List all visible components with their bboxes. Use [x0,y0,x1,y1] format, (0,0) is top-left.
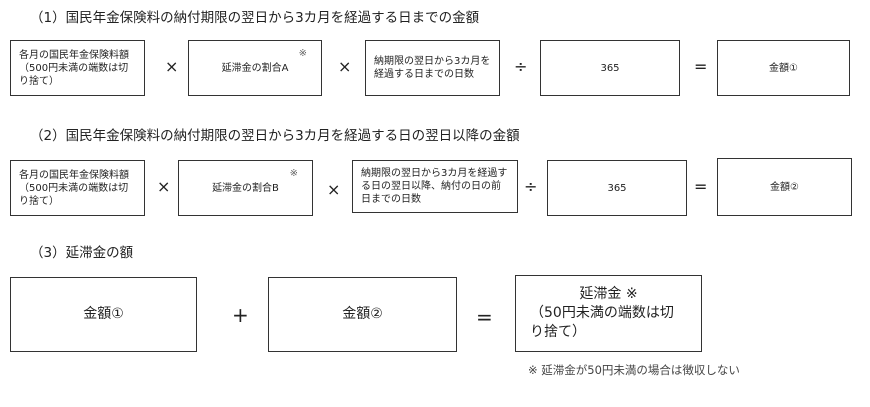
amount2-label: 金額② [342,306,383,323]
rate-a-box: 延滞金の割合A ※ [188,40,322,96]
plus-operator: + [232,303,249,327]
premium-box-2: 各月の国民年金保険料額（500円未満の端数は切り捨て） [10,160,145,216]
days-year-label: 365 [607,182,627,194]
late-fee-title: 延滞金 ※ [579,286,638,303]
days-label: 納期限の翌日から3カ月を経過する日までの日数 [374,56,491,80]
footnote: ※ 延滞金が50円未満の場合は徴収しない [528,363,740,377]
note-mark: ※ [289,168,298,179]
section2-title: （2）国民年金保険料の納付期限の翌日から3カ月を経過する日の翌日以降の金額 [30,128,520,144]
rate-a-label: 延滞金の割合A [221,62,289,74]
divide-operator: ÷ [514,57,528,76]
days-year-box-2: 365 [547,160,687,216]
late-fee-box: 延滞金 ※ （50円未満の端数は切り捨て） [515,275,702,352]
amount1-box: 金額① [717,40,850,96]
amount1-label: 金額① [769,62,798,74]
days-year-box-1: 365 [540,40,680,96]
times-operator: × [327,180,341,199]
times-operator: × [157,177,171,196]
amount2-label: 金額② [770,181,799,193]
days-box-1: 納期限の翌日から3カ月を経過する日までの日数 [365,40,500,96]
note-mark: ※ [298,48,307,59]
amount1-label: 金額① [83,306,124,323]
section3-title: （3）延滞金の額 [30,245,134,261]
equals-operator: = [694,57,708,76]
days-box-2: 納期限の翌日から3カ月を経過する日の翌日以降、納付の日の前日までの日数 [352,160,518,213]
rate-b-box: 延滞金の割合B ※ [178,160,313,216]
days-year-label: 365 [600,62,620,74]
amount2-box: 金額② [717,158,852,216]
premium-box-1: 各月の国民年金保険料額（500円未満の端数は切り捨て） [10,40,145,96]
amount1-sum-box: 金額① [10,277,197,352]
equals-operator: = [476,305,493,329]
premium-label: 各月の国民年金保険料額（500円未満の端数は切り捨て） [19,49,129,87]
equals-operator: = [694,177,708,196]
times-operator: × [338,57,352,76]
days-label: 納期限の翌日から3カ月を経過する日の翌日以降、納付の日の前日までの日数 [361,168,508,205]
amount2-sum-box: 金額② [268,277,457,352]
premium-label: 各月の国民年金保険料額（500円未満の端数は切り捨て） [19,169,129,207]
divide-operator: ÷ [524,177,538,196]
late-fee-note: （50円未満の端数は切り捨て） [530,305,674,340]
section1-title: （1）国民年金保険料の納付期限の翌日から3カ月を経過する日までの金額 [30,10,480,26]
times-operator: × [165,57,179,76]
rate-b-label: 延滞金の割合B [212,182,279,194]
